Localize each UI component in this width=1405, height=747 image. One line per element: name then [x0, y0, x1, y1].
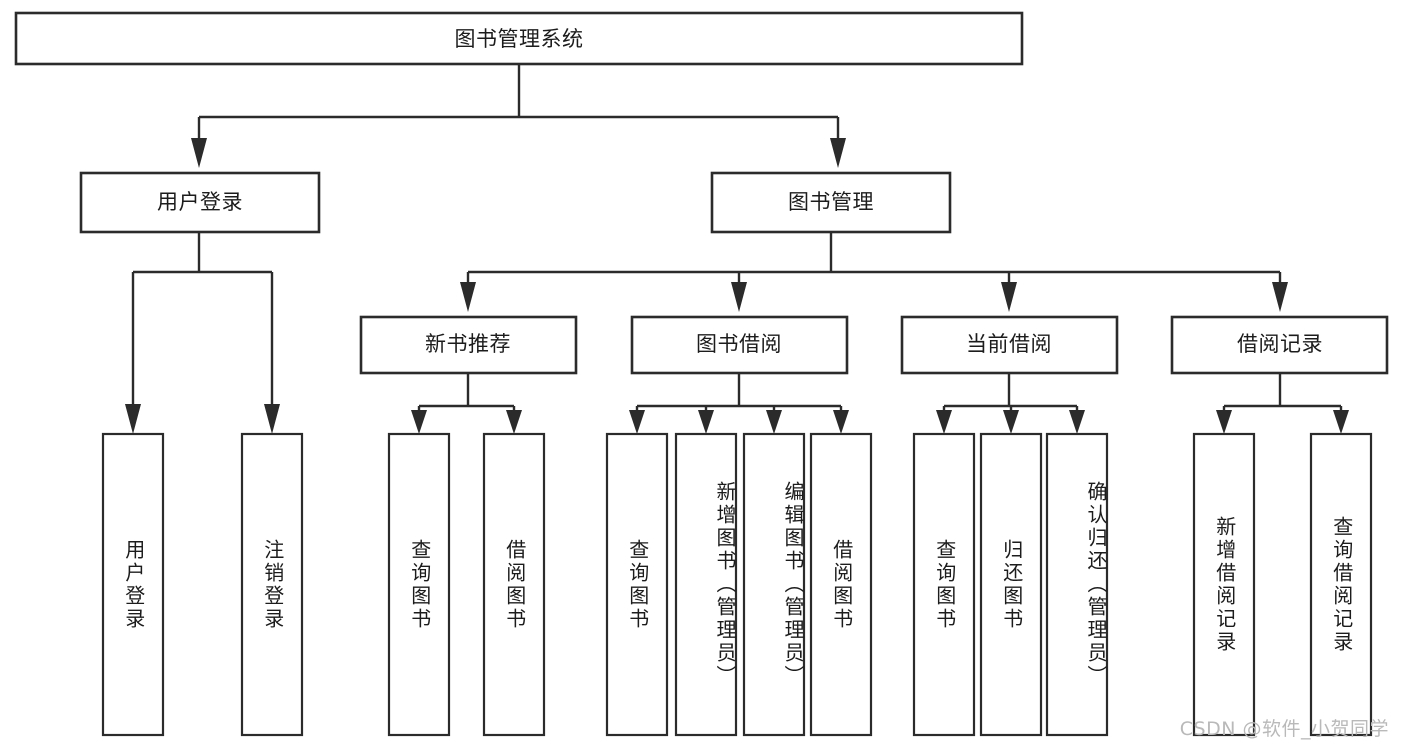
csdn-watermark: CSDN @软件_小贺同学 [1179, 718, 1389, 740]
node-new-book-recommend-label: 新书推荐 [425, 332, 511, 356]
leaf-box-borrow-record-1[interactable] [1309, 432, 1373, 737]
node-new-book-recommend[interactable]: 新书推荐 [359, 315, 578, 375]
connector-root-to-level2 [191, 64, 846, 168]
leaf-box-current-borrow-0[interactable] [912, 432, 976, 737]
leaf-box-book-borrow-2[interactable] [742, 432, 806, 737]
leaf-box-book-borrow-1[interactable] [674, 432, 738, 737]
leaf-box-borrow-record-0[interactable] [1192, 432, 1256, 737]
node-user-login-label: 用户登录 [157, 190, 243, 214]
leaf-box-book-borrow-0[interactable] [605, 432, 669, 737]
leaf-box-user-login-0[interactable] [101, 432, 165, 737]
node-book-borrow[interactable]: 图书借阅 [630, 315, 849, 375]
leaf-box-new-book-0[interactable] [387, 432, 451, 737]
node-book-management[interactable]: 图书管理 [710, 171, 952, 234]
node-current-borrow-label: 当前借阅 [966, 332, 1052, 356]
leaf-box-current-borrow-1[interactable] [979, 432, 1043, 737]
leaf-box-user-login-1[interactable] [240, 432, 304, 737]
node-user-login[interactable]: 用户登录 [79, 171, 321, 234]
connector-currentborrow-to-leaves [936, 373, 1085, 434]
connector-newbook-to-leaves [411, 373, 522, 434]
node-root-label: 图书管理系统 [455, 27, 584, 51]
node-book-borrow-label: 图书借阅 [696, 332, 782, 356]
connector-bookborrow-to-leaves [629, 373, 849, 434]
connector-bookmgmt-to-level3 [460, 232, 1288, 312]
node-book-management-label: 图书管理 [788, 190, 874, 214]
node-current-borrow[interactable]: 当前借阅 [900, 315, 1119, 375]
leaf-box-book-borrow-3[interactable] [809, 432, 873, 737]
leaf-box-new-book-1[interactable] [482, 432, 546, 737]
node-root[interactable]: 图书管理系统 [14, 11, 1024, 66]
leaf-box-current-borrow-2[interactable] [1045, 432, 1109, 737]
connector-borrowrecord-to-leaves [1216, 373, 1349, 434]
node-borrow-record-label: 借阅记录 [1237, 332, 1323, 356]
node-borrow-record[interactable]: 借阅记录 [1170, 315, 1389, 375]
connector-userlogin-to-leaves [125, 232, 280, 434]
